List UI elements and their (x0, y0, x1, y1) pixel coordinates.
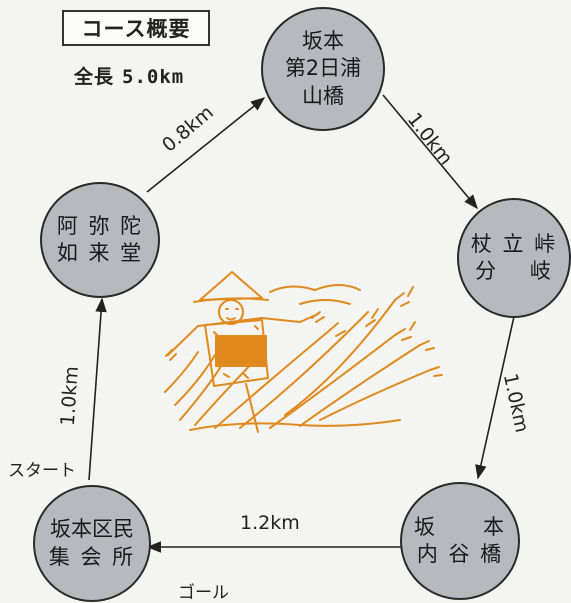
node-sakamoto-bridge-line2: 第2日浦 (284, 56, 362, 81)
node-sakamoto-bridge: 坂本 第2日浦 山橋 (261, 7, 385, 131)
node-sakamoto-bridge-line1: 坂本 (302, 29, 344, 54)
arrow-tsue-to-uchitani (475, 311, 516, 480)
course-title-box: コース概要 (62, 10, 210, 46)
distance-hall-to-amida: 1.0km (56, 365, 83, 427)
arrow-sakamoto-to-tsue (382, 94, 478, 210)
total-length-label: 全長 (74, 66, 115, 88)
arrow-hall-to-amida (88, 297, 107, 481)
node-community-hall-line1: 坂本区民 (50, 517, 134, 542)
node-community-hall-line2: 集 会 所 (48, 544, 136, 569)
start-label: スタート (8, 461, 76, 481)
distance-uchitani-to-hall: 1.2km (240, 512, 300, 534)
arrow-amida-to-sakamoto (146, 97, 266, 193)
scarecrow-illustration (164, 271, 443, 433)
node-amida-hall-line1: 阿 弥 陀 (56, 213, 144, 238)
total-length-value: 5.0km (122, 66, 185, 88)
node-sakamoto-bridge-line3: 山橋 (302, 83, 344, 108)
node-uchitani-bridge-line1: 坂 本 (414, 514, 506, 539)
node-tsue-pass-line1: 杖 立 峠 (470, 231, 558, 256)
goal-label: ゴール (178, 583, 229, 603)
node-uchitani-bridge-line2: 内 谷 橋 (416, 542, 504, 566)
node-amida-hall: 阿 弥 陀 如 来 堂 (40, 182, 160, 298)
node-uchitani-bridge: 坂 本 内 谷 橋 (400, 482, 520, 600)
course-title: コース概要 (81, 17, 191, 41)
total-length: 全長 5.0km (74, 62, 184, 89)
node-tsue-pass: 杖 立 峠 分 岐 (457, 198, 571, 318)
node-community-hall: 坂本区民 集 会 所 (33, 485, 151, 602)
node-tsue-pass-line2: 分 岐 (475, 259, 553, 283)
node-amida-hall-line2: 如 来 堂 (56, 241, 144, 265)
